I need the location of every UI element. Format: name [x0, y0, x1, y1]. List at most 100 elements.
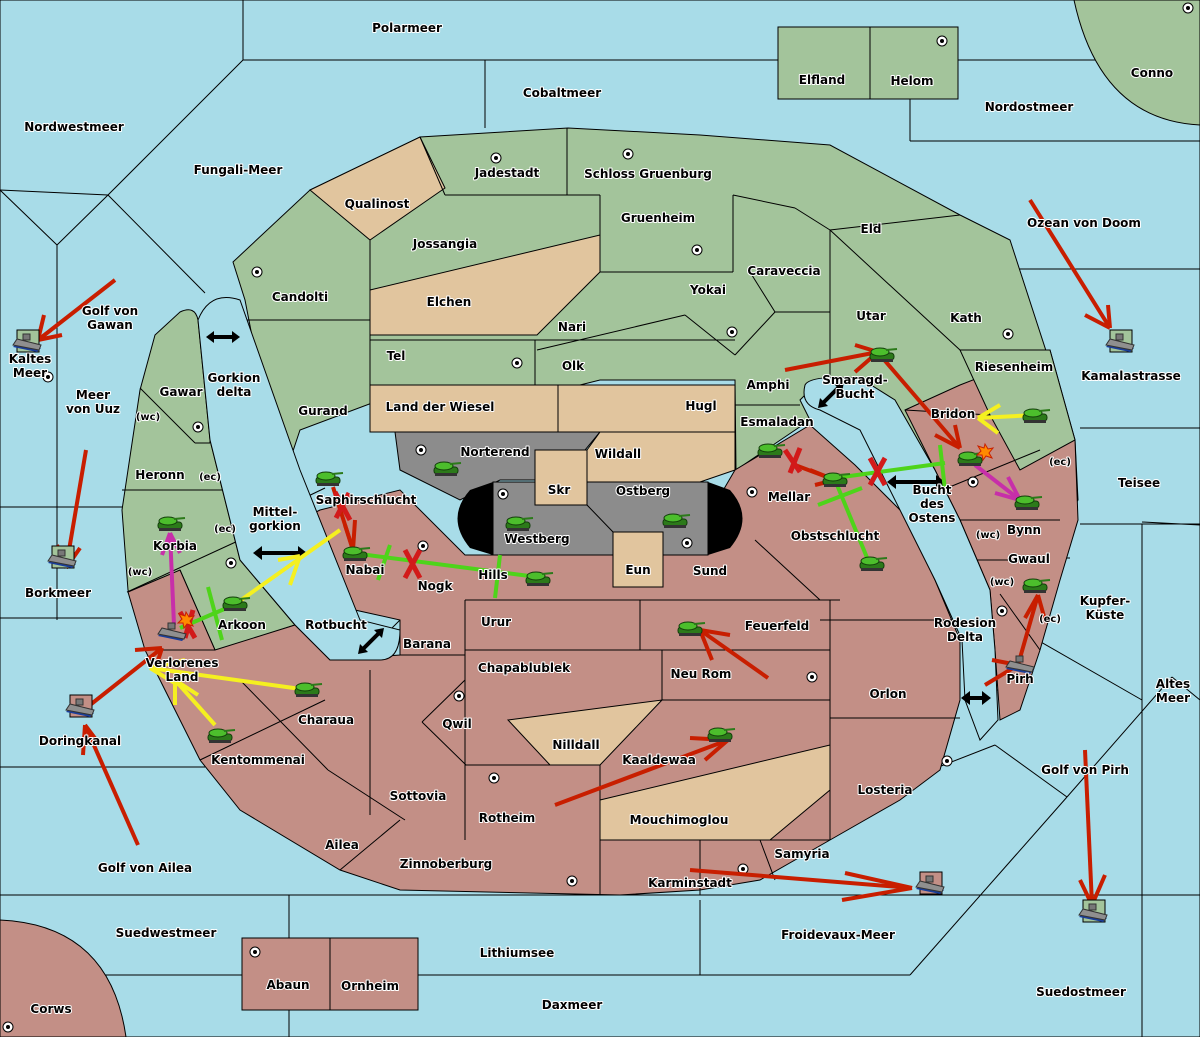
- label-cobaltmeer: Cobaltmeer: [523, 86, 601, 100]
- label-bridon: Bridon: [931, 407, 976, 421]
- sea-gorkion-channel[interactable]: [197, 297, 401, 661]
- label-nabai: Nabai: [346, 563, 385, 577]
- fleet-unit-icon[interactable]: [65, 694, 95, 718]
- land-conno[interactable]: [1073, 0, 1200, 126]
- land-eun[interactable]: [612, 531, 664, 588]
- coast-label-ec: (ec): [1039, 614, 1061, 625]
- sea-east-channel[interactable]: [803, 376, 999, 741]
- army-unit-icon[interactable]: [1022, 408, 1051, 423]
- label-nordwestmeer: Nordwestmeer: [24, 120, 124, 134]
- label-corws: Corws: [30, 1002, 71, 1016]
- land-corws[interactable]: [0, 919, 127, 1037]
- label-chapablublek: Chapablublek: [478, 661, 571, 675]
- army-unit-icon[interactable]: [662, 513, 691, 528]
- supply-center-icon: [415, 444, 427, 456]
- supply-center-icon: [249, 946, 261, 958]
- coast-label-wc: (wc): [128, 567, 152, 578]
- label-nogk: Nogk: [418, 579, 454, 593]
- label-kath: Kath: [950, 311, 982, 325]
- land-skr[interactable]: [534, 449, 588, 506]
- label-mouchimoglou: Mouchimoglou: [630, 813, 729, 827]
- label-elchen: Elchen: [427, 295, 472, 309]
- label-nilldall: Nilldall: [552, 738, 599, 752]
- label-rotheim: Rotheim: [479, 811, 536, 825]
- land-nilldall[interactable]: [506, 699, 664, 766]
- label-orlon: Orlon: [869, 687, 906, 701]
- coast-label-wc: (wc): [976, 530, 1000, 541]
- army-unit-icon[interactable]: [757, 443, 786, 458]
- supply-center-icon: [622, 148, 634, 160]
- army-unit-icon[interactable]: [869, 347, 898, 362]
- label-smaragd-bucht: Smaragd-Bucht: [822, 373, 887, 401]
- supply-center-icon: [746, 486, 758, 498]
- label-schloss-gruenburg: Schloss Gruenburg: [584, 167, 712, 181]
- label-feuerfeld: Feuerfeld: [745, 619, 810, 633]
- land-ornheim[interactable]: [329, 937, 419, 1011]
- army-unit-icon[interactable]: [433, 461, 462, 476]
- land-qualinost[interactable]: [309, 136, 446, 241]
- label-eun: Eun: [625, 563, 650, 577]
- supply-center-icon: [936, 35, 948, 47]
- land-riesenheim[interactable]: [959, 349, 1076, 471]
- label-caraveccia: Caraveccia: [747, 264, 820, 278]
- label-fungali: Fungali-Meer: [194, 163, 283, 177]
- army-unit-icon[interactable]: [1014, 495, 1043, 510]
- label-charaua: Charaua: [298, 713, 354, 727]
- army-unit-icon[interactable]: [315, 471, 344, 486]
- supply-center-icon: [251, 266, 263, 278]
- coast-label-ec: (ec): [214, 524, 236, 535]
- fleet-unit-icon[interactable]: [1078, 899, 1108, 923]
- army-unit-icon[interactable]: [707, 727, 736, 742]
- fleet-unit-icon[interactable]: [1105, 329, 1135, 353]
- label-doringkanal: Doringkanal: [39, 734, 121, 748]
- label-westberg: Westberg: [504, 532, 569, 546]
- fleet-unit-icon[interactable]: [47, 545, 77, 569]
- label-mittelgorkion: Mittel-gorkion: [249, 505, 301, 533]
- label-nari: Nari: [558, 320, 586, 334]
- army-unit-icon[interactable]: [505, 516, 534, 531]
- supply-center-icon: [497, 488, 509, 500]
- land-wildall[interactable]: [586, 431, 736, 483]
- supply-center-icon: [192, 421, 204, 433]
- label-barana: Barana: [403, 637, 451, 651]
- army-unit-icon[interactable]: [859, 556, 888, 571]
- label-skr: Skr: [548, 483, 571, 497]
- fleet-unit-icon[interactable]: [157, 622, 187, 641]
- supply-center-icon: [490, 152, 502, 164]
- label-korbia: Korbia: [153, 539, 197, 553]
- army-unit-icon[interactable]: [222, 596, 251, 611]
- army-unit-icon[interactable]: [1022, 578, 1051, 593]
- army-unit-icon[interactable]: [207, 728, 236, 743]
- supply-center-icon: [681, 537, 693, 549]
- label-conno: Conno: [1131, 66, 1173, 80]
- label-kamalastrasse: Kamalastrasse: [1081, 369, 1181, 383]
- fleet-unit-icon[interactable]: [1005, 655, 1035, 674]
- failed-order-marks: [177, 447, 888, 640]
- fleet-unit-icon[interactable]: [12, 329, 42, 353]
- explosion-icon: [176, 610, 196, 630]
- land-mouchimoglou[interactable]: [599, 744, 831, 841]
- army-unit-icon[interactable]: [294, 682, 323, 697]
- fleet-unit-icon[interactable]: [915, 871, 945, 895]
- label-golf-von-pirh: Golf von Pirh: [1041, 763, 1129, 777]
- label-riesenheim: Riesenheim: [975, 360, 1054, 374]
- army-unit-icon[interactable]: [157, 516, 186, 531]
- supply-center-icon: [2, 1021, 14, 1033]
- army-unit-icon[interactable]: [525, 571, 554, 586]
- label-samyria: Samyria: [774, 847, 829, 861]
- land-elfland[interactable]: [777, 26, 871, 100]
- army-unit-icon[interactable]: [342, 546, 371, 561]
- army-unit-icon[interactable]: [822, 472, 851, 487]
- impassable-east: [708, 482, 743, 555]
- label-kentommenai: Kentommenai: [211, 753, 305, 767]
- label-jadestadt: Jadestadt: [474, 166, 540, 180]
- label-obstschlucht: Obstschlucht: [791, 529, 880, 543]
- army-unit-icon[interactable]: [677, 621, 706, 636]
